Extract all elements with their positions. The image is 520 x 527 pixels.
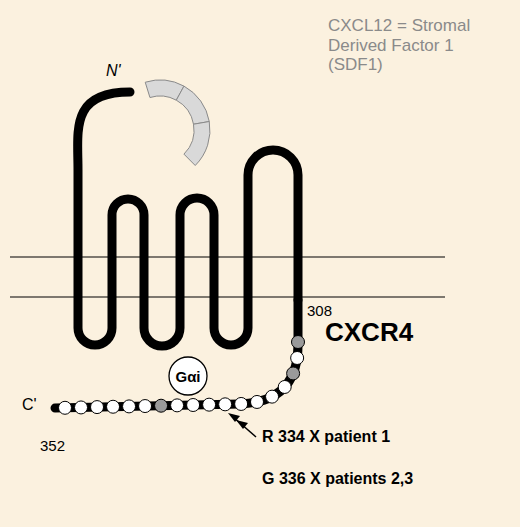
receptor-chain	[78, 92, 298, 346]
ligand-segment	[176, 86, 209, 124]
callout-label: N'	[106, 62, 121, 80]
residue-circle	[266, 390, 279, 403]
callout-label: R 334 X patient 1	[262, 428, 390, 446]
mutation-arrow	[228, 413, 256, 437]
residue-circle	[155, 399, 168, 412]
residue-circle	[139, 400, 152, 413]
residue-circle	[75, 401, 88, 414]
residue-circle	[287, 367, 300, 380]
residue-circle	[278, 380, 291, 393]
residue-circle	[171, 399, 184, 412]
residue-circle	[250, 395, 263, 408]
callout-label: 352	[40, 437, 65, 454]
residue-circle	[235, 397, 248, 410]
residue-circle	[107, 400, 120, 413]
callout-label: G 336 X patients 2,3	[262, 470, 413, 488]
residue-circle	[123, 400, 136, 413]
residue-circle	[291, 351, 304, 364]
callout-label: 308	[307, 302, 332, 319]
receptor-name: CXCR4	[325, 318, 413, 348]
residue-circle	[219, 398, 232, 411]
residue-circle	[203, 398, 216, 411]
circle-shape	[169, 357, 207, 395]
residue-circle	[58, 401, 71, 414]
residue-circles	[58, 336, 304, 415]
node-text: Gαi	[168, 368, 208, 385]
ligand-shape	[145, 80, 210, 165]
residue-circle	[292, 336, 305, 349]
ligand-segment	[184, 122, 210, 166]
ligand-note: CXCL12 = Stromal Derived Factor 1 (SDF1)	[328, 16, 510, 75]
c-terminal-tail	[55, 300, 298, 408]
g-protein-circle: Gαi	[168, 356, 208, 396]
arrow-head	[236, 420, 248, 429]
callout-label: C'	[22, 396, 37, 414]
residue-circle	[91, 401, 104, 414]
residue-circle	[187, 399, 200, 412]
